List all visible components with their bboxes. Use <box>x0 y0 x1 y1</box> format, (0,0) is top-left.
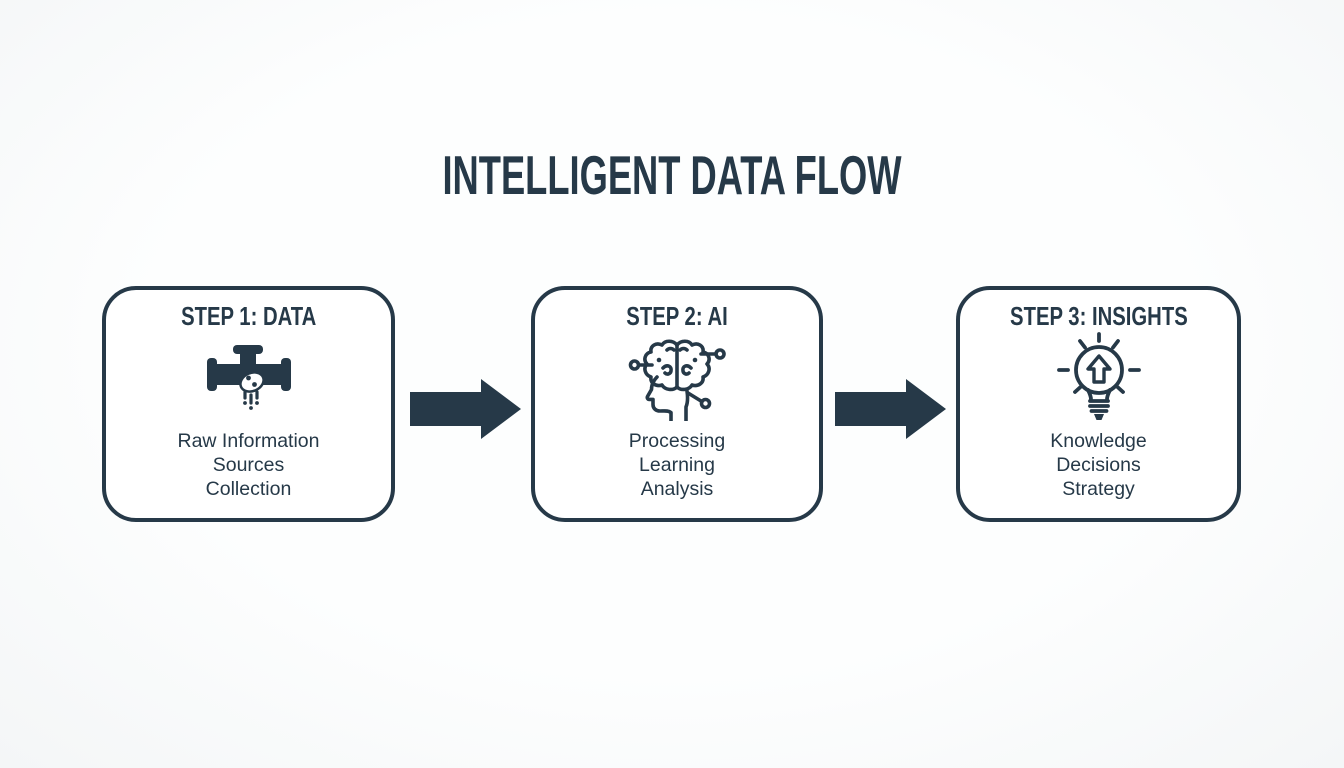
step-3-description: Knowledge Decisions Strategy <box>1050 429 1147 501</box>
step-line: Processing <box>628 429 726 452</box>
step-2-description: Processing Learning Analysis <box>629 429 725 501</box>
arrow-right-svg <box>835 379 946 439</box>
step-1-box: STEP 1: DATA <box>102 286 395 522</box>
arrow-right-svg <box>410 379 521 439</box>
ai-brain-head-svg <box>628 339 726 421</box>
step-2-label: STEP 2: AI <box>626 301 728 331</box>
step-line: Strategy <box>1062 477 1135 500</box>
flow-arrow-icon <box>410 378 522 440</box>
step-line: Raw Information <box>177 429 320 452</box>
step-line: Collection <box>205 477 292 500</box>
step-1-description: Raw Information Sources Collection <box>178 429 320 501</box>
ai-brain-head-icon <box>627 335 727 421</box>
step-3-box: STEP 3: INSIGHTS <box>956 286 1241 522</box>
lightbulb-idea-svg <box>1056 331 1141 420</box>
step-line: Sources <box>212 453 285 476</box>
step-line: Decisions <box>1056 453 1141 476</box>
diagram-title: INTELLIGENT DATA FLOW <box>442 144 902 206</box>
step-2-box: STEP 2: AI <box>531 286 823 522</box>
step-3-label: STEP 3: INSIGHTS <box>1009 301 1188 331</box>
step-1-label: STEP 1: DATA <box>180 301 317 331</box>
step-line: Analysis <box>640 477 714 500</box>
flow-arrow-icon <box>835 378 947 440</box>
step-line: Learning <box>639 453 715 476</box>
data-pipe-icon-svg <box>206 344 291 410</box>
step-line: Knowledge <box>1050 429 1147 452</box>
data-pipe-icon <box>203 335 295 421</box>
lightbulb-idea-icon <box>1051 331 1147 421</box>
